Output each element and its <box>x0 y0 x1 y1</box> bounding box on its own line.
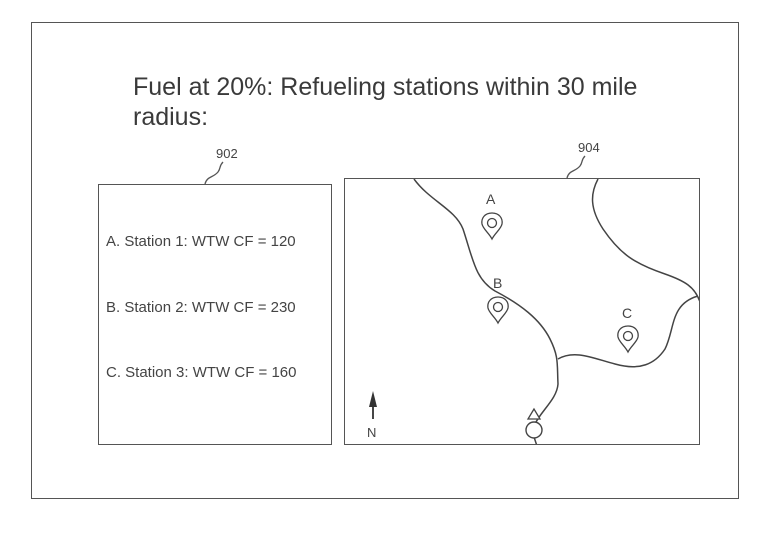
station-item-a[interactable]: A. Station 1: WTW CF = 120 <box>106 233 296 250</box>
pin-label-c: C <box>622 305 633 321</box>
station-list-panel: A. Station 1: WTW CF = 120 B. Station 2:… <box>98 184 332 445</box>
fuel-alert-title: Fuel at 20%: Refueling stations within 3… <box>133 73 638 131</box>
station-item-b[interactable]: B. Station 2: WTW CF = 230 <box>106 299 296 316</box>
location-pin-b <box>487 296 509 325</box>
reference-902: 902 <box>216 146 238 161</box>
map-roads <box>369 179 699 444</box>
north-arrow-icon <box>369 391 377 419</box>
figure-frame <box>31 22 739 499</box>
road-northeast <box>591 179 699 302</box>
leader-904 <box>566 155 586 179</box>
pin-label-b: B <box>493 275 503 291</box>
location-pin-c <box>617 325 639 354</box>
road-west <box>413 179 559 425</box>
road-junction-east <box>557 295 699 368</box>
station-item-c[interactable]: C. Station 3: WTW CF = 160 <box>106 364 297 381</box>
map-panel[interactable]: A B C N <box>344 178 700 445</box>
reference-904: 904 <box>578 140 600 155</box>
leader-902 <box>204 161 224 185</box>
compass-label: N <box>367 425 377 440</box>
vehicle-position-icon <box>525 407 543 439</box>
location-pin-a <box>481 212 503 241</box>
pin-label-a: A <box>486 191 496 207</box>
